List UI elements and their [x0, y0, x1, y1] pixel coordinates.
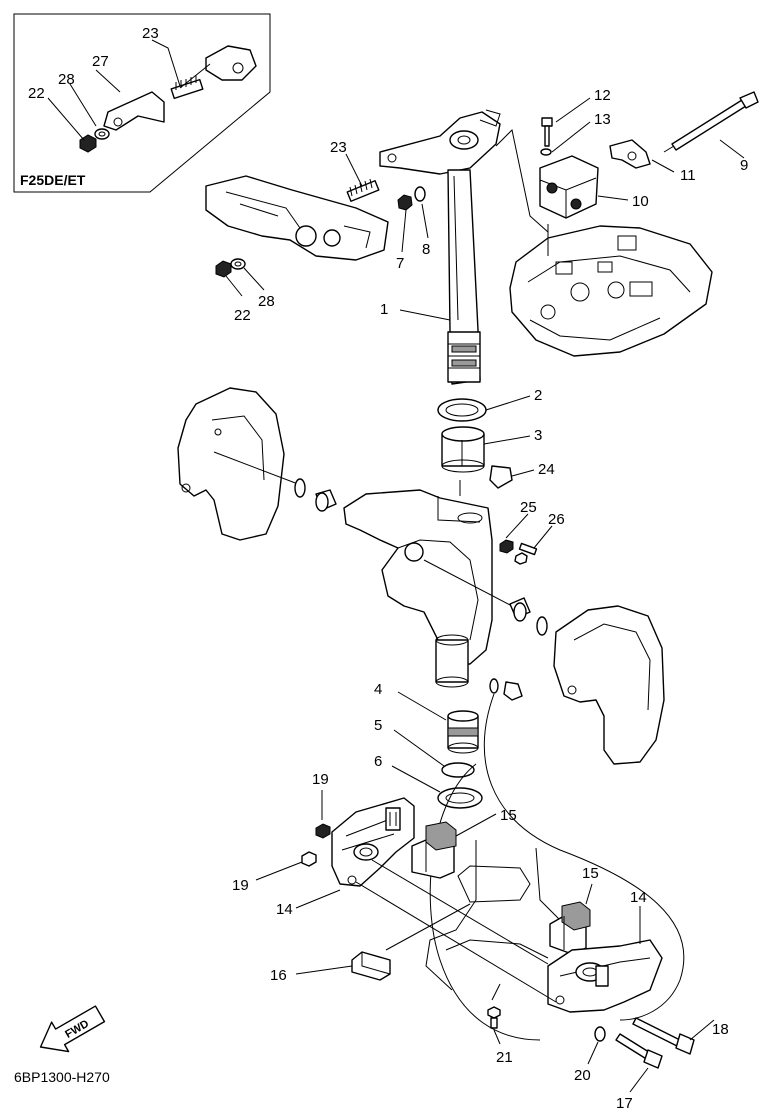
callout-28: 28 — [58, 71, 75, 88]
washer-28-inset — [94, 128, 110, 140]
callout-16: 16 — [270, 967, 287, 984]
lower-mount-14-right — [547, 939, 663, 1013]
callout-19-upper: 19 — [312, 771, 329, 788]
callout-9: 9 — [740, 157, 748, 174]
callout-19-lower: 19 — [232, 877, 249, 894]
callout-14-right: 14 — [630, 889, 647, 906]
inset-label: F25DE/ET — [20, 172, 86, 188]
washer-2 — [437, 398, 487, 422]
plate-24 — [489, 465, 513, 489]
swivel-bracket — [343, 489, 493, 688]
rubber-mount-15-right — [549, 901, 591, 955]
callout-23-main: 23 — [330, 139, 347, 156]
drawing-code: 6BP1300-H270 — [14, 1069, 110, 1085]
bracket-27 — [103, 91, 165, 131]
steering-shaft-1 — [447, 169, 481, 385]
bolt-17 — [615, 1033, 663, 1069]
wire-harness — [483, 693, 685, 1021]
callout-1: 1 — [380, 301, 388, 318]
callout-4: 4 — [374, 681, 382, 698]
bushing-right — [509, 597, 531, 622]
stud-bolt-23 — [346, 178, 380, 202]
callout-22: 22 — [28, 85, 45, 102]
bushing-left — [315, 489, 337, 512]
switch-10 — [539, 155, 599, 219]
bolt-9 — [663, 91, 759, 153]
callout-14-left: 14 — [276, 901, 293, 918]
upper-mount-bracket — [509, 225, 713, 357]
fwd-arrow: FWD — [39, 1005, 106, 1053]
nut-22 — [215, 260, 232, 278]
callout-17: 17 — [616, 1095, 633, 1112]
callout-12: 12 — [594, 87, 611, 104]
block-16 — [351, 951, 391, 981]
washer-13 — [540, 148, 552, 156]
left-clamp-bracket — [177, 387, 285, 541]
callout-3: 3 — [534, 427, 542, 444]
callout-26: 26 — [548, 511, 565, 528]
callout-7: 7 — [396, 255, 404, 272]
nut-25 — [499, 539, 514, 554]
drive-shaft-housing — [425, 840, 561, 991]
callout-22-main: 22 — [234, 307, 251, 324]
lower-mount-14-left — [331, 797, 415, 887]
callout-11: 11 — [680, 167, 696, 184]
callout-28-main: 28 — [258, 293, 275, 310]
washer-grease — [489, 678, 499, 694]
callout-10: 10 — [632, 193, 649, 210]
washer-right — [536, 616, 548, 636]
rubber-mount-15-left — [411, 821, 457, 879]
callout-6: 6 — [374, 753, 382, 770]
screw-12 — [541, 117, 553, 147]
callout-8: 8 — [422, 241, 430, 258]
clip-11 — [609, 139, 651, 169]
washer-28 — [230, 258, 246, 270]
washer-8 — [414, 186, 426, 202]
callout-20: 20 — [574, 1067, 591, 1084]
stud-bolt-23-inset — [170, 75, 204, 100]
bolt-18 — [632, 1017, 695, 1055]
callout-23: 23 — [142, 25, 159, 42]
steering-arm — [379, 109, 501, 175]
callout-21: 21 — [496, 1049, 513, 1066]
callout-25: 25 — [520, 499, 537, 516]
washer-6 — [437, 787, 483, 809]
inset-f25de-et: F25DE/ET 23 27 28 22 — [13, 13, 271, 193]
callout-2: 2 — [534, 387, 542, 404]
washer-left — [294, 478, 306, 498]
callout-15-left: 15 — [500, 807, 517, 824]
nut-7 — [397, 194, 413, 211]
tiller-end-inset — [205, 45, 257, 81]
tiller-bracket — [205, 175, 389, 261]
nut-19-upper — [315, 823, 331, 839]
bolt-26 — [514, 542, 538, 565]
grease-nipple — [503, 681, 523, 701]
right-clamp-bracket — [553, 605, 665, 765]
screw-21 — [487, 1006, 501, 1029]
callout-24: 24 — [538, 461, 555, 478]
callout-13: 13 — [594, 111, 611, 128]
bushing-4 — [447, 710, 479, 754]
bushing-3 — [441, 426, 485, 473]
callout-15-right: 15 — [582, 865, 599, 882]
callout-5: 5 — [374, 717, 382, 734]
washer-20 — [594, 1026, 606, 1042]
nut-19-lower — [301, 851, 317, 867]
callout-27: 27 — [92, 53, 109, 70]
callout-18: 18 — [712, 1021, 729, 1038]
